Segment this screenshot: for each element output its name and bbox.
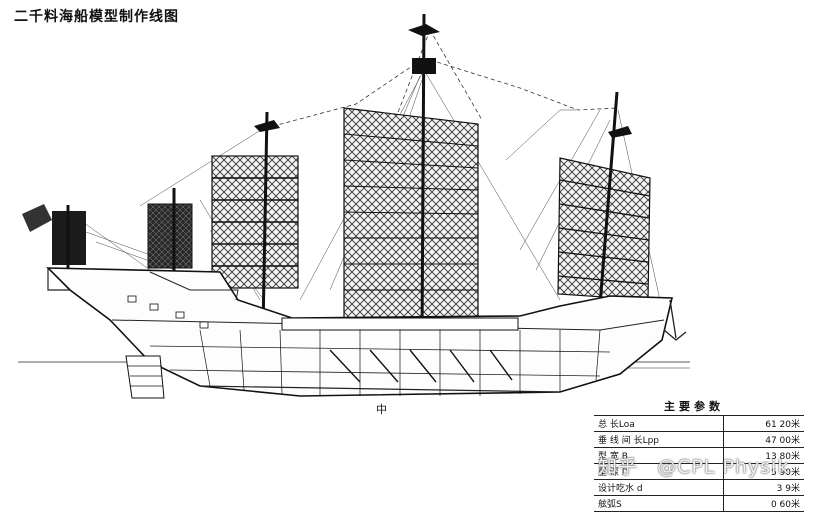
param-value: 3 9米 bbox=[722, 479, 804, 496]
param-value: 0 60米 bbox=[722, 495, 804, 512]
param-value: 47 00米 bbox=[722, 431, 804, 448]
hull-frames bbox=[199, 329, 601, 396]
deckhouse bbox=[281, 317, 519, 331]
aft-mizzen-sail bbox=[147, 203, 193, 269]
watermark: 知乎 @CPL Physik bbox=[598, 452, 789, 479]
center-line-mark: 中 bbox=[376, 403, 387, 416]
param-label: 总 长Loa bbox=[594, 415, 724, 432]
param-label: 垂 线 间 长Lpp bbox=[594, 431, 724, 448]
watermark-site: 知乎 bbox=[598, 456, 639, 478]
param-label: 设计吃水 d bbox=[594, 479, 724, 496]
fore-sail bbox=[557, 157, 651, 301]
param-label: 舷弧S bbox=[594, 495, 724, 512]
param-value: 61 20米 bbox=[722, 415, 804, 432]
anchor-icon bbox=[663, 299, 687, 341]
rudder bbox=[125, 355, 165, 399]
drawing-title: 二千料海船模型制作线图 bbox=[14, 9, 179, 25]
params-heading: 主要参数 bbox=[664, 400, 724, 413]
oars bbox=[329, 349, 513, 383]
watermark-author: @CPL Physik bbox=[657, 456, 790, 478]
